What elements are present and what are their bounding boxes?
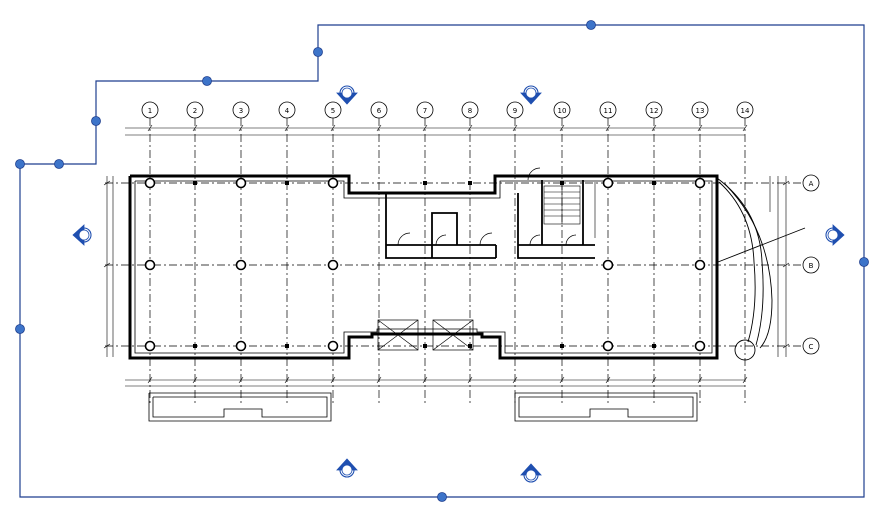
grid-bubble-icon: 2	[186, 101, 204, 119]
grid-column-label: 2	[193, 107, 197, 115]
elevation-marker-icon[interactable]	[520, 85, 542, 105]
canopy-right	[514, 392, 698, 422]
exterior-walls-inner	[134, 180, 713, 354]
elevation-markers[interactable]	[72, 85, 845, 483]
grid-row-label: B	[809, 262, 814, 270]
grid-row-label: A	[809, 180, 814, 188]
column	[694, 340, 706, 352]
dimension-lines	[106, 127, 787, 387]
canopy-left	[148, 392, 332, 422]
stair	[543, 185, 581, 225]
elevation-marker-icon[interactable]	[520, 463, 542, 483]
grid-bubble-icon: A	[802, 174, 820, 192]
column	[694, 177, 706, 189]
entrance-doors	[377, 319, 474, 351]
column	[235, 259, 247, 271]
wall-column	[652, 344, 656, 348]
grid-column-label: 8	[468, 107, 472, 115]
wall-column	[423, 344, 427, 348]
column	[235, 340, 247, 352]
elevation-marker-icon[interactable]	[336, 85, 358, 105]
column	[327, 259, 339, 271]
grid-bubble-icon: 7	[416, 101, 434, 119]
crop-region-boundary[interactable]	[19, 24, 865, 498]
wall-column	[560, 344, 564, 348]
grid-bubble-icon: 6	[370, 101, 388, 119]
grid-bubble-icon: 13	[691, 101, 709, 119]
elevation-marker-icon[interactable]	[825, 224, 845, 246]
column	[694, 259, 706, 271]
wall-column	[468, 181, 472, 185]
wall-column	[285, 181, 289, 185]
grid-column-label: 10	[558, 107, 567, 115]
wall-column	[193, 181, 197, 185]
column	[602, 259, 614, 271]
grid-column-label: 9	[513, 107, 517, 115]
interior-partitions	[385, 180, 595, 259]
crop-handle-icon[interactable]	[54, 159, 64, 169]
column	[602, 340, 614, 352]
wall-column	[285, 344, 289, 348]
grid-lines	[105, 118, 803, 405]
grid-bubble-icon: 1	[141, 101, 159, 119]
column	[144, 259, 156, 271]
curved-facade	[716, 177, 806, 361]
column	[144, 177, 156, 189]
wall-column	[560, 181, 564, 185]
column	[327, 177, 339, 189]
grid-bubble-icon: 10	[553, 101, 571, 119]
grid-bubble-icon: 11	[599, 101, 617, 119]
elevation-marker-icon[interactable]	[72, 224, 92, 246]
column	[235, 177, 247, 189]
crop-handle-icon[interactable]	[91, 116, 101, 126]
grid-column-label: 11	[604, 107, 613, 115]
grid-bubble-icon: 8	[461, 101, 479, 119]
grid-column-label: 5	[331, 107, 335, 115]
grid-column-label: 13	[696, 107, 705, 115]
wall-column	[652, 181, 656, 185]
column	[144, 340, 156, 352]
grid-row-label: C	[809, 343, 814, 351]
wall-column	[423, 181, 427, 185]
structural-columns	[144, 177, 706, 352]
grid-bubble-icon: 4	[278, 101, 296, 119]
crop-handle-icon[interactable]	[313, 47, 323, 57]
grid-bubble-icon: 5	[324, 101, 342, 119]
grid-bubble-icon: B	[802, 256, 820, 274]
wall-column	[468, 344, 472, 348]
crop-handle-icon[interactable]	[15, 324, 25, 334]
grid-bubble-icon: C	[802, 337, 820, 355]
elevation-marker-icon[interactable]	[336, 458, 358, 478]
door-swings	[397, 167, 577, 246]
grid-column-label: 6	[377, 107, 382, 115]
grid-column-label: 3	[239, 107, 243, 115]
wall-column	[193, 344, 197, 348]
crop-handle-icon[interactable]	[586, 20, 596, 30]
dimension-ticks	[103, 124, 790, 384]
crop-handle-icon[interactable]	[15, 159, 25, 169]
grid-bubble-icon: 14	[736, 101, 754, 119]
crop-handle-icon[interactable]	[202, 76, 212, 86]
column	[602, 177, 614, 189]
grid-bubble-icon: 3	[232, 101, 250, 119]
column	[327, 340, 339, 352]
grid-column-label: 14	[741, 107, 750, 115]
grid-bubble-icon: 12	[645, 101, 663, 119]
grid-bubble-icon: 9	[506, 101, 524, 119]
crop-handle-icon[interactable]	[859, 257, 869, 267]
crop-handle-icon[interactable]	[437, 492, 447, 502]
grid-column-label: 4	[285, 107, 290, 115]
grid-column-label: 12	[650, 107, 659, 115]
crop-handles[interactable]	[15, 20, 869, 502]
exterior-walls	[128, 174, 719, 360]
grid-column-label: 7	[423, 107, 427, 115]
grid-column-label: 1	[148, 107, 152, 115]
